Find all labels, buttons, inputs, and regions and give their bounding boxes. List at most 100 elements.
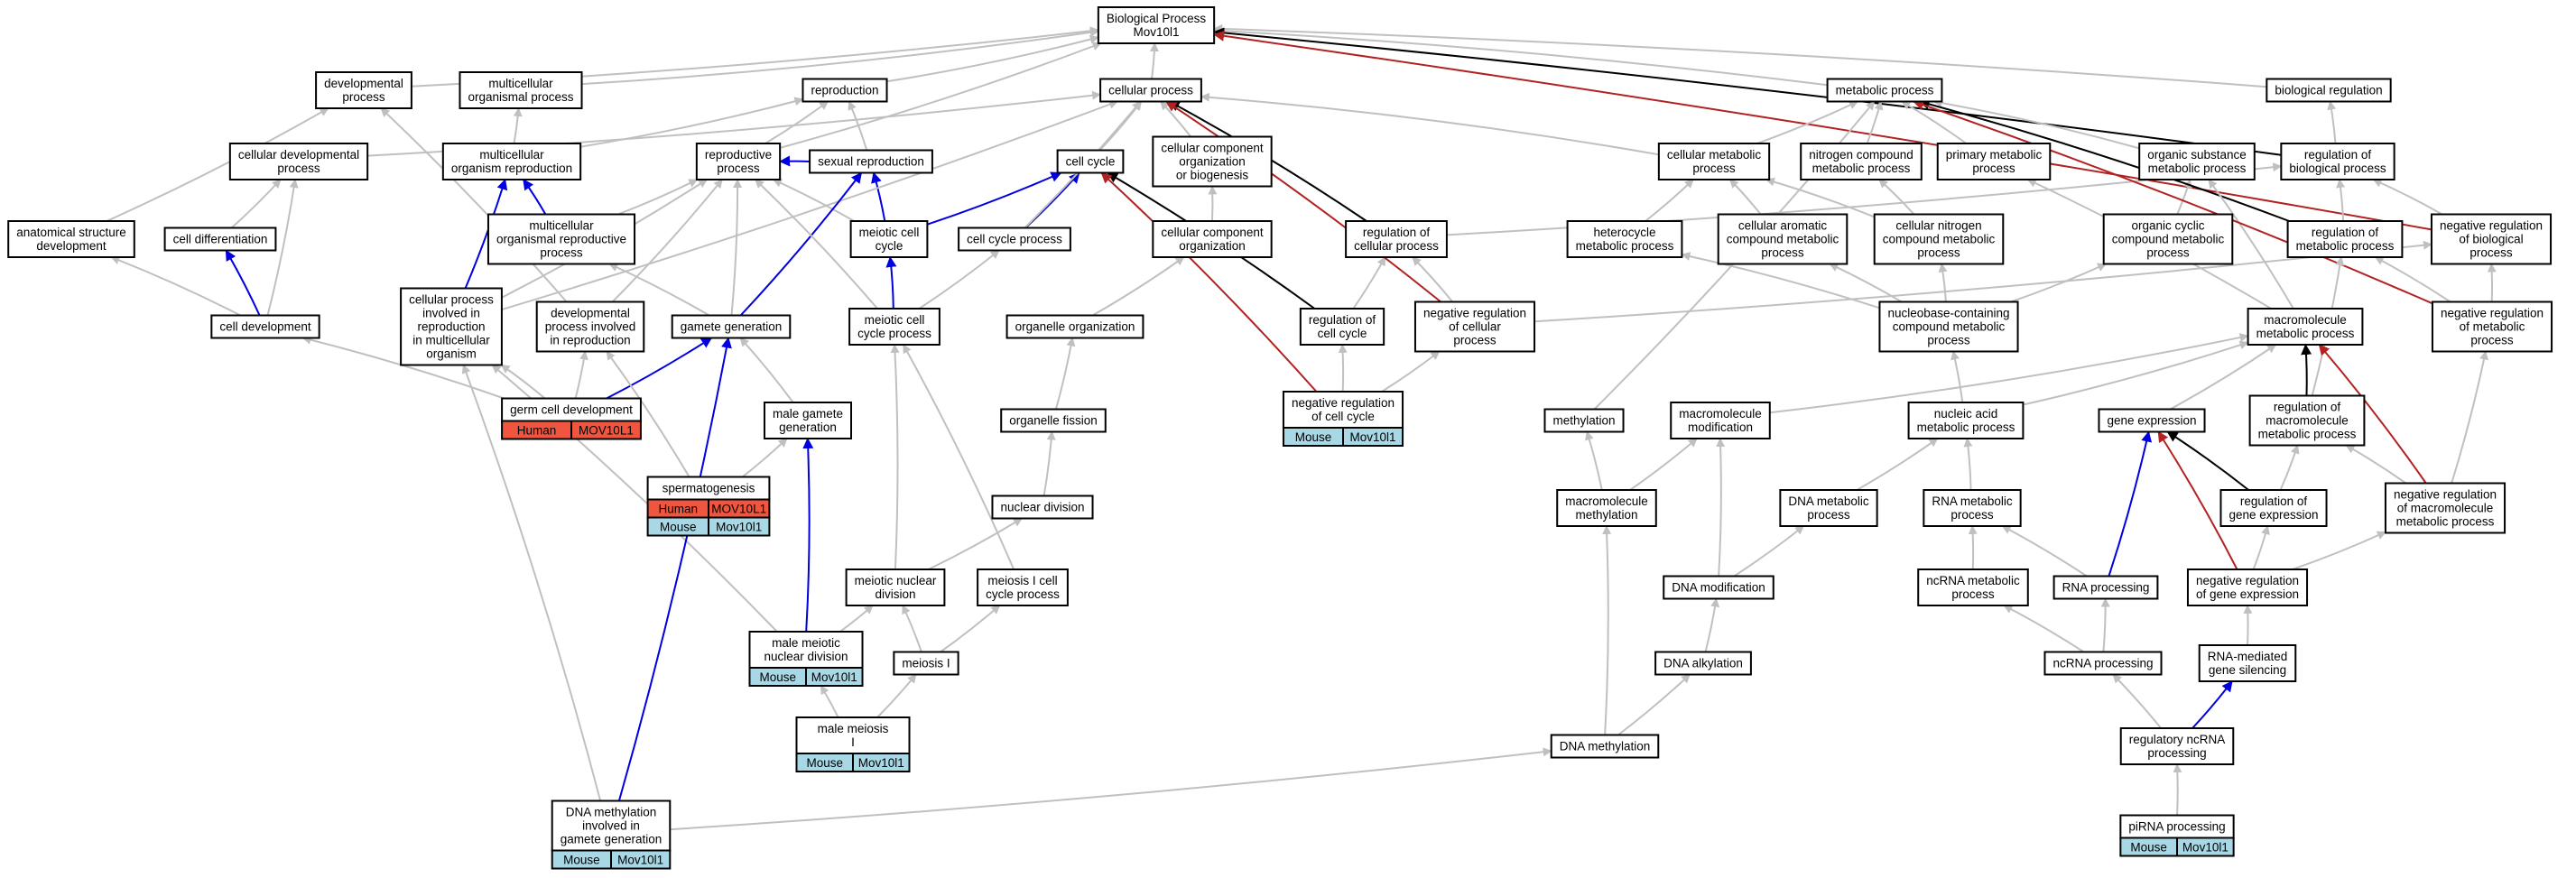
edge-is-a (1042, 430, 1056, 496)
node-label-line: ncRNA processing (2052, 657, 2153, 670)
node-box (2119, 814, 2235, 839)
annotation-species-label: Human (517, 424, 557, 438)
edge-is-a (1054, 337, 1076, 410)
edge-is-a (1963, 438, 1973, 491)
edge-is-a (617, 179, 699, 216)
edge-is-a (574, 350, 588, 399)
node-label-line: process (342, 90, 385, 104)
node-box (535, 300, 645, 353)
edge-is-a (500, 364, 546, 400)
node-label-line: involved in (422, 307, 480, 320)
node-label-line: compound metabolic (2112, 233, 2225, 246)
node-label-line: process (1972, 162, 2015, 175)
edge-is-a (820, 685, 839, 718)
annotation-gene-label: Mov10l1 (2182, 841, 2229, 855)
go-term-node: cell cycle process (958, 226, 1071, 252)
edge-is-a (1878, 179, 1915, 216)
node-label-line: process (1692, 162, 1736, 175)
node-label-line: gamete generation (561, 833, 663, 846)
node-box (1657, 143, 1771, 180)
edge-is-a (1716, 438, 1726, 577)
edge-is-a (1617, 673, 1691, 736)
node-box (2266, 78, 2392, 103)
node-label-line: metabolic process (2296, 239, 2395, 253)
edge-is-a (2003, 605, 2085, 653)
edge-is-a (1629, 438, 1698, 491)
node-box (210, 314, 320, 339)
node-box (748, 631, 864, 669)
edge-part-of (2191, 680, 2233, 729)
annotation-gene-label: Mov10l1 (716, 521, 762, 534)
node-label-line: reproductive (705, 148, 772, 162)
go-term-node: sexual reproduction (809, 149, 933, 174)
node-box (958, 226, 1071, 252)
node-label-line: DNA methylation (1560, 740, 1651, 753)
node-box (1099, 78, 1202, 103)
node-label-line: cellular aromatic (1738, 219, 1828, 233)
edge-is-a (501, 99, 1118, 311)
annotation-species-label: Mouse (806, 756, 843, 770)
edge-is-a (890, 344, 900, 570)
node-label-line: compound metabolic (1727, 233, 1839, 246)
edges-layer (106, 23, 2497, 831)
node-label-line: sexual reproduction (818, 155, 924, 169)
node-label-line: gamete generation (681, 320, 783, 334)
node-label-line: modification (1688, 421, 1753, 434)
node-label-line: development (36, 239, 107, 253)
edge-negatively-regulates (2157, 430, 2238, 570)
edge-is-a (1704, 597, 1720, 652)
edge-is-a (730, 179, 743, 316)
edge-is-a (1901, 100, 1967, 144)
node-label-line: of biological (2459, 233, 2523, 246)
annotation-species-label: Mouse (2130, 841, 2167, 855)
edge-part-of (606, 337, 713, 400)
annotation-gene-cell (570, 420, 642, 440)
node-box (2052, 575, 2159, 600)
edge-is-a (1381, 350, 1441, 393)
node-box (671, 314, 792, 339)
annotation-species-label: Mouse (759, 670, 796, 684)
node-box (2248, 394, 2366, 447)
node-label-line: process (2469, 246, 2513, 260)
go-term-node: DNA methylation (1550, 734, 1660, 759)
edge-is-a (1968, 525, 1978, 570)
edge-is-a (2336, 179, 2346, 222)
node-label-line: nitrogen compound (1809, 148, 1913, 162)
node-label-line: germ cell development (510, 403, 633, 417)
go-term-node: cell development (210, 314, 320, 339)
node-label-line: DNA metabolic (1788, 494, 1869, 508)
node-label-line: ncRNA metabolic (1926, 574, 2020, 587)
node-label-line: cellular process (1108, 84, 1193, 97)
edge-part-of (871, 171, 886, 222)
go-term-node: metabolic process (1826, 78, 1943, 103)
node-label-line: DNA alkylation (1663, 657, 1743, 670)
edge-is-a (1645, 179, 1694, 222)
node-label-line: compound metabolic (1893, 320, 2006, 334)
edge-is-a (230, 179, 282, 229)
node-label-line: piRNA processing (2128, 820, 2225, 834)
edge-part-of (225, 249, 261, 316)
node-label-line: methylation (1575, 508, 1637, 522)
node-box (459, 71, 583, 109)
node-box (2098, 408, 2206, 433)
edge-is-a (902, 344, 1015, 570)
node-label-line: metabolic process (1836, 84, 1934, 97)
edge-is-a (2327, 100, 2337, 144)
node-label-line: developmental (551, 307, 630, 320)
edge-is-a (848, 100, 868, 151)
go-term-node: cell cycle (1056, 149, 1125, 174)
node-label-line: processing (2147, 746, 2206, 760)
node-label-line: reproduction (417, 320, 485, 334)
edge-is-a (2487, 263, 2497, 302)
node-label-line: metabolic process (2256, 327, 2355, 340)
